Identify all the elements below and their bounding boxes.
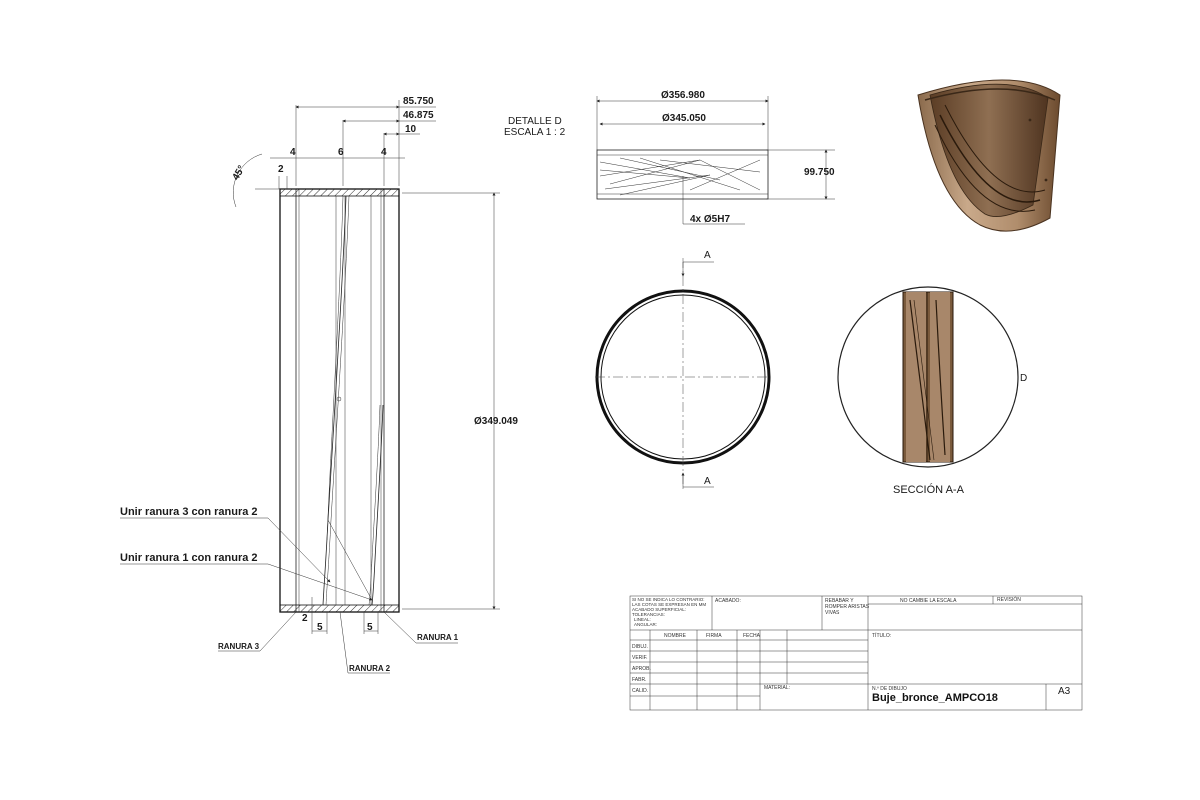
tb-sheet-size: A3: [1058, 686, 1071, 697]
dim-46875: 46.875: [403, 110, 434, 121]
tb-row-aprob: APROB.: [632, 666, 651, 672]
detail-d-body: [596, 149, 769, 200]
tb-notes-0: SI NO SE INDICA LO CONTRARIO:: [632, 597, 705, 602]
dim-85750: 85.750: [403, 96, 434, 107]
dim-chamfer-angle: 45°: [231, 164, 248, 183]
tb-notes-2: ACABADO SUPERFICIAL:: [632, 607, 686, 612]
pin-hole: [336, 396, 342, 402]
dim-holes: 4x Ø5H7: [690, 214, 730, 225]
tb-row-fabr: FABR.: [632, 677, 646, 683]
tb-titulo: TÍTULO:: [872, 632, 891, 639]
section-caption: SECCIÓN A-A: [893, 483, 965, 496]
bottom-hatch-band: [279, 604, 400, 613]
tb-revision: REVISIÓN: [997, 596, 1021, 603]
tb-notes-5: ANGULAR:: [634, 622, 657, 627]
tb-no-cambie: NO CAMBIE LA ESCALA: [900, 598, 957, 604]
label-ranura-3: RANURA 3: [218, 642, 260, 651]
tb-row-verif: VERIF.: [632, 655, 648, 661]
tb-row-dibuj: DIBUJ.: [632, 644, 648, 650]
label-ranura-2: RANURA 2: [349, 664, 391, 673]
detail-d-title: DETALLE D: [508, 116, 562, 127]
dim-bottom-2: 2: [302, 613, 308, 624]
detail-d-circle: [837, 286, 1019, 468]
top-hatch-band: [279, 188, 400, 197]
tb-row-calid: CALID.: [632, 688, 648, 694]
front-view: 85.750 46.875 10 4 6 4 45° 2 Ø349.049 2 …: [120, 96, 518, 674]
detail-d-scale: ESCALA 1 : 2: [504, 127, 566, 138]
circle-view: A A: [595, 250, 771, 490]
tb-drawing-name: Buje_bronce_AMPCO18: [872, 692, 998, 704]
tb-rebabar-1: ROMPER ARISTAS: [825, 604, 870, 610]
tb-n-dibujo: N.º DE DIBUJO: [872, 686, 907, 692]
note-unir-ranura-3: Unir ranura 3 con ranura 2: [120, 506, 258, 518]
dim-outer-356: Ø356.980: [661, 90, 705, 101]
tb-rebabar-0: REBABAR Y: [825, 598, 854, 604]
helical-groove-left: [322, 195, 347, 606]
dim-bottom-5b: 5: [367, 622, 373, 633]
dim-inner-345: Ø345.050: [662, 113, 706, 124]
tb-col-firma: FIRMA: [706, 633, 722, 639]
bushing-3d-render: [917, 79, 1061, 232]
tb-col-fecha: FECHA: [743, 633, 761, 639]
title-block: SI NO SE INDICA LO CONTRARIO: LAS COTAS …: [629, 595, 1083, 711]
tb-acabado: ACABADO:: [715, 598, 741, 604]
dim-10: 10: [405, 124, 417, 135]
detail-d-view: DETALLE D ESCALA 1 : 2 Ø356.980 Ø345.050…: [504, 90, 835, 225]
dim-height-349: Ø349.049: [474, 416, 518, 427]
dim-slot-left: 4: [290, 147, 296, 158]
dim-height-99750: 99.750: [804, 167, 835, 178]
tb-notes-3: TOLERANCIAS:: [632, 612, 665, 617]
tb-rebabar-2: VIVAS: [825, 610, 840, 616]
section-aa-view: D SECCIÓN A-A: [837, 286, 1027, 496]
tb-notes-4: LINEAL:: [634, 617, 651, 622]
label-ranura-1: RANURA 1: [417, 633, 459, 642]
helical-groove-right: [371, 404, 384, 606]
section-mark-a-bottom: A: [704, 476, 711, 487]
tb-notes-1: LAS COTAS SE EXPRESAN EN MM: [632, 602, 706, 607]
tb-col-nombre: NOMBRE: [664, 633, 687, 639]
tb-material: MATERIAL:: [764, 685, 790, 691]
detail-label-d: D: [1020, 373, 1027, 384]
dim-chamfer-length: 2: [278, 164, 284, 175]
dim-slot-mid: 6: [338, 147, 344, 158]
section-mark-a-top: A: [704, 250, 711, 261]
dim-slot-right: 4: [381, 147, 387, 158]
dim-bottom-5a: 5: [317, 622, 323, 633]
note-unir-ranura-1: Unir ranura 1 con ranura 2: [120, 552, 258, 564]
